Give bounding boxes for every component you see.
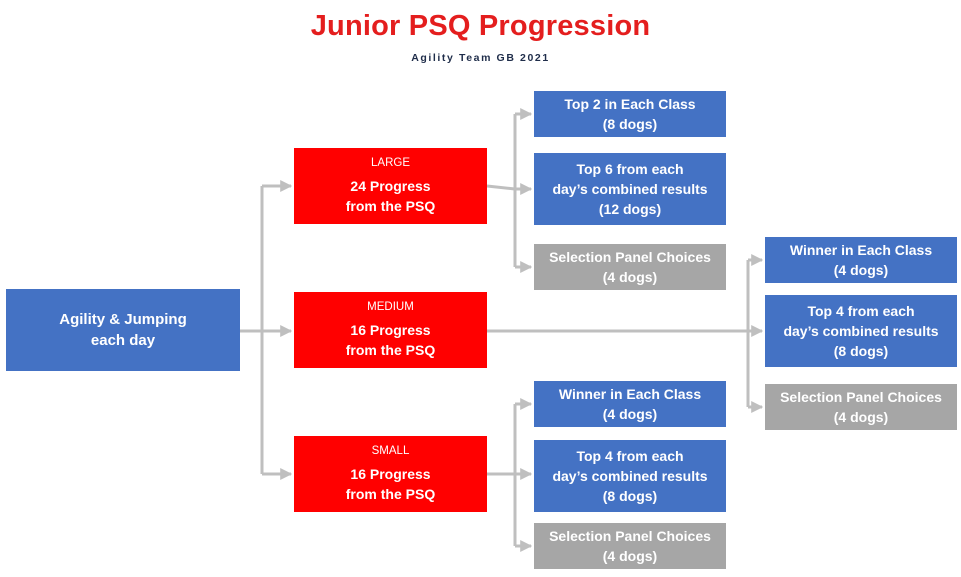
page-subtitle: Agility Team GB 2021 [411, 52, 550, 64]
medium-outcome-top4-line-2: day’s combined results [783, 323, 939, 339]
category-small-box: SMALL 16 Progress from the PSQ [294, 436, 487, 512]
large-outcome-top6-box: Top 6 from each day’s combined results (… [534, 153, 726, 225]
small-outcome-winner-line-2: (4 dogs) [602, 406, 658, 422]
start-line-1: Agility & Jumping [59, 311, 187, 328]
category-small-line-2: from the PSQ [345, 486, 436, 502]
small-outcome-top4-line-2: day’s combined results [552, 468, 708, 484]
medium-outcome-winner-line-2: (4 dogs) [833, 262, 889, 278]
large-outcome-top2-box: Top 2 in Each Class (8 dogs) [534, 91, 726, 137]
category-small-size: SMALL [371, 445, 410, 457]
small-outcome-top4-box: Top 4 from each day’s combined results (… [534, 440, 726, 512]
medium-outcome-top4-line-3: (8 dogs) [833, 343, 889, 359]
large-outcome-top6-line-2: day’s combined results [552, 181, 708, 197]
small-outcome-top4-line-1: Top 4 from each [576, 448, 684, 464]
small-outcome-top4-line-3: (8 dogs) [602, 488, 658, 504]
category-small-line-1: 16 Progress [350, 466, 431, 482]
medium-outcome-top4-line-1: Top 4 from each [807, 303, 915, 319]
category-medium-box: MEDIUM 16 Progress from the PSQ [294, 292, 487, 368]
small-outcome-panel-line-2: (4 dogs) [602, 548, 658, 564]
start-box: Agility & Jumping each day [6, 289, 240, 371]
small-outcome-winner-line-1: Winner in Each Class [558, 386, 702, 402]
category-large-box: LARGE 24 Progress from the PSQ [294, 148, 487, 224]
connector-large-trunk [486, 184, 516, 191]
page-title: Junior PSQ Progression [310, 10, 651, 42]
category-medium-size: MEDIUM [367, 301, 414, 313]
medium-outcome-panel-line-2: (4 dogs) [833, 409, 889, 425]
category-large-line-1: 24 Progress [350, 178, 431, 194]
small-outcome-winner-box: Winner in Each Class (4 dogs) [534, 381, 726, 427]
small-outcome-panel-box: Selection Panel Choices (4 dogs) [534, 523, 726, 569]
category-medium-line-2: from the PSQ [345, 342, 436, 358]
large-outcome-top6-line-1: Top 6 from each [576, 161, 684, 177]
medium-outcome-panel-box: Selection Panel Choices (4 dogs) [765, 384, 957, 430]
large-outcome-panel-box: Selection Panel Choices (4 dogs) [534, 244, 726, 290]
category-large-line-2: from the PSQ [345, 198, 436, 214]
category-large-size: LARGE [371, 157, 410, 169]
start-line-2: each day [90, 332, 156, 349]
large-outcome-top6-line-3: (12 dogs) [598, 201, 662, 217]
medium-outcome-winner-line-1: Winner in Each Class [789, 242, 933, 258]
large-outcome-top2-line-2: (8 dogs) [602, 116, 658, 132]
category-medium-line-1: 16 Progress [350, 322, 431, 338]
small-outcome-panel-line-1: Selection Panel Choices [549, 528, 711, 544]
medium-outcome-top4-box: Top 4 from each day’s combined results (… [765, 295, 957, 367]
large-outcome-panel-line-2: (4 dogs) [602, 269, 658, 285]
medium-outcome-winner-box: Winner in Each Class (4 dogs) [765, 237, 957, 283]
large-outcome-panel-line-1: Selection Panel Choices [549, 249, 711, 265]
large-outcome-top2-line-1: Top 2 in Each Class [564, 96, 696, 112]
medium-outcome-panel-line-1: Selection Panel Choices [780, 389, 942, 405]
